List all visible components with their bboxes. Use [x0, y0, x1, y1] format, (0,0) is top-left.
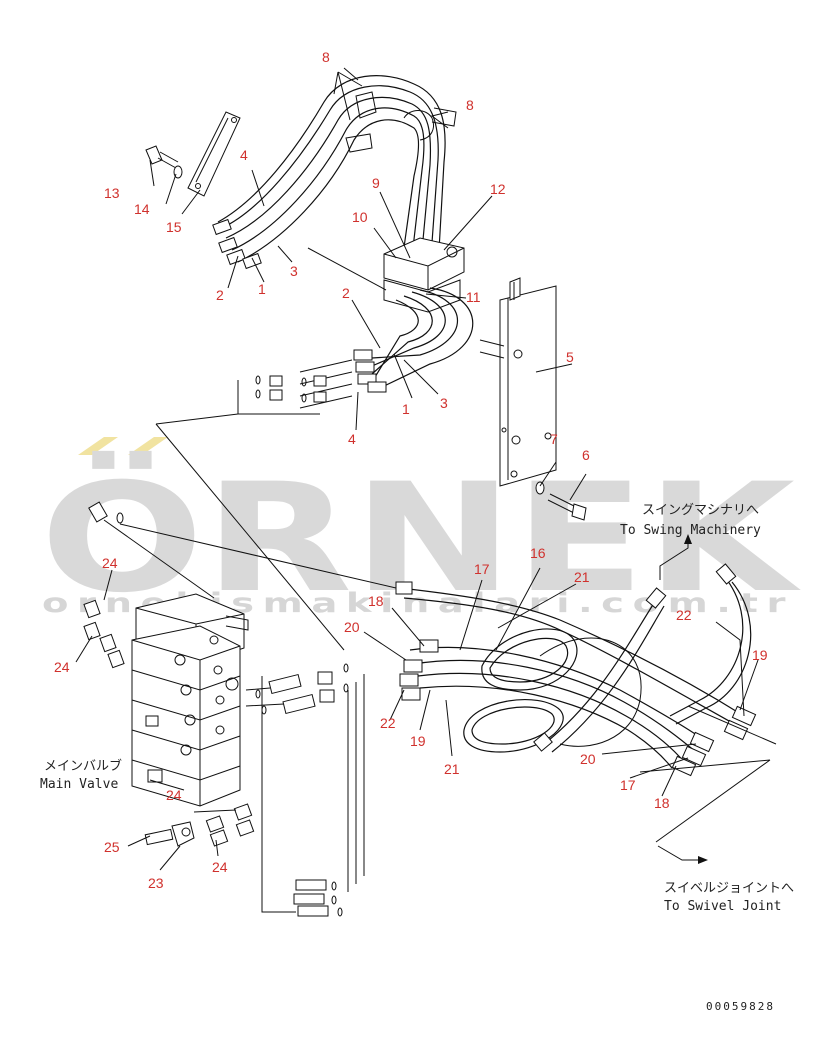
main-valve-label-jp: メインバルブ — [44, 758, 122, 774]
callout-13: 13 — [104, 185, 120, 201]
callout-3: 3 — [440, 395, 448, 411]
callout-12: 12 — [490, 181, 506, 197]
callout-3: 3 — [290, 263, 298, 279]
callout-22: 22 — [380, 715, 396, 731]
lower-hose-bundle — [395, 563, 777, 843]
callout-2: 2 — [216, 287, 224, 303]
swing-arrow-head — [684, 534, 692, 544]
callout-14: 14 — [134, 201, 150, 217]
callout-20: 20 — [344, 619, 360, 635]
direction-arrows — [657, 534, 708, 864]
callout-11: 11 — [466, 289, 481, 305]
callout-1: 1 — [402, 401, 410, 417]
callout-21: 21 — [444, 761, 460, 777]
callout-20: 20 — [580, 751, 596, 767]
callout-21: 21 — [574, 569, 590, 585]
callout-24: 24 — [102, 555, 118, 571]
callout-18: 18 — [368, 593, 384, 609]
callout-4: 4 — [348, 431, 356, 447]
swivel-joint-note-jp: スイベルジョイントへ — [664, 881, 794, 896]
callout-7: 7 — [550, 431, 558, 447]
callout-23: 23 — [148, 875, 164, 891]
bracket-plate-5 — [479, 277, 587, 521]
document-number: 00059828 — [706, 1000, 775, 1013]
watermark-accent-right — [128, 437, 168, 455]
callout-19: 19 — [410, 733, 426, 749]
callout-18: 18 — [654, 795, 670, 811]
callout-8: 8 — [322, 49, 330, 65]
callout-16: 16 — [530, 545, 546, 561]
swing-machinery-note-en: To Swing Machinery — [620, 523, 761, 538]
callout-9: 9 — [372, 175, 380, 191]
callout-8: 8 — [466, 97, 474, 113]
watermark-accent-left — [78, 437, 118, 455]
callout-22: 22 — [676, 607, 692, 623]
valve-side-fittings — [83, 501, 397, 669]
swing-machinery-note-jp: スイングマシナリへ — [642, 503, 759, 518]
upper-fittings — [237, 359, 353, 415]
callout-2: 2 — [342, 285, 350, 301]
callout-25: 25 — [104, 839, 120, 855]
bracket-15 — [145, 111, 241, 197]
callout-10: 10 — [352, 209, 368, 225]
callout-6: 6 — [582, 447, 590, 463]
callout-17: 17 — [474, 561, 490, 577]
main-valve — [131, 593, 249, 807]
swivel-joint-note-en: To Swivel Joint — [664, 899, 781, 914]
main-valve-label-en: Main Valve — [40, 777, 118, 792]
callout-24: 24 — [166, 787, 182, 803]
swivel-arrow-head — [698, 856, 708, 864]
leader-brackets — [155, 413, 345, 917]
callout-4: 4 — [240, 147, 248, 163]
bottom-fittings — [144, 803, 255, 847]
callout-labels: 8 8 4 13 14 15 9 10 12 2 1 3 2 11 5 1 3 … — [54, 49, 768, 891]
middle-connectors — [245, 663, 365, 892]
callout-19: 19 — [752, 647, 768, 663]
watermark-brand: ÖRNEK — [40, 450, 801, 626]
callout-24: 24 — [54, 659, 70, 675]
callout-5: 5 — [566, 349, 574, 365]
callout-15: 15 — [166, 219, 182, 235]
callout-17: 17 — [620, 777, 636, 793]
callout-24: 24 — [212, 859, 228, 875]
annotations: スイングマシナリへ To Swing Machinery メインバルブ Main… — [40, 503, 794, 1013]
clamp-block — [353, 237, 474, 393]
leader-lines — [75, 67, 759, 871]
callout-1: 1 — [258, 281, 266, 297]
